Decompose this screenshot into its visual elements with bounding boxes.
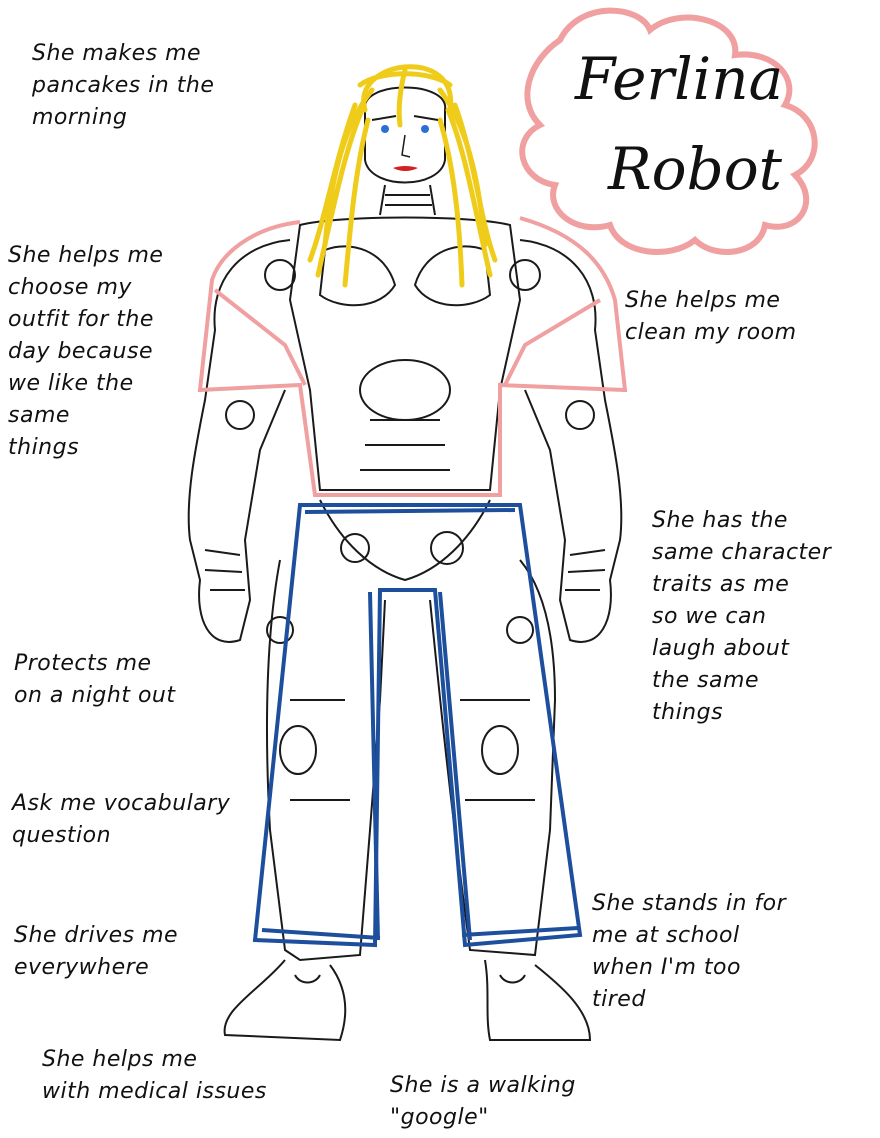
note-traits: She has the same character traits as me … (652, 508, 832, 725)
title-cloud (519, 7, 818, 255)
face (371, 115, 439, 171)
pants-overlay (252, 503, 583, 948)
shirt-overlay (197, 216, 628, 497)
nose (401, 134, 411, 158)
note-outfit: She helps me choose my outfit for the da… (8, 243, 164, 460)
note-protects: Protects me on a night out (14, 651, 176, 708)
robot-body (187, 86, 623, 1042)
note-medical: She helps me with medical issues (42, 1047, 267, 1104)
note-school: She stands in for me at school when I'm … (592, 891, 787, 1012)
note-vocabulary: Ask me vocabulary question (12, 791, 231, 848)
lips (393, 166, 418, 171)
left-eye (381, 125, 389, 133)
right-eye (421, 125, 429, 133)
note-pancakes: She makes me pancakes in the morning (32, 41, 215, 130)
title-line-2: Robot (608, 135, 782, 203)
left-eyebrow (371, 115, 397, 121)
note-clean: She helps me clean my room (625, 288, 797, 345)
hair (307, 64, 498, 288)
title-line-1: Ferlina (575, 45, 784, 113)
note-google: She is a walking "google" (390, 1073, 576, 1130)
right-eyebrow (413, 115, 439, 121)
note-drives: She drives me everywhere (14, 923, 179, 980)
